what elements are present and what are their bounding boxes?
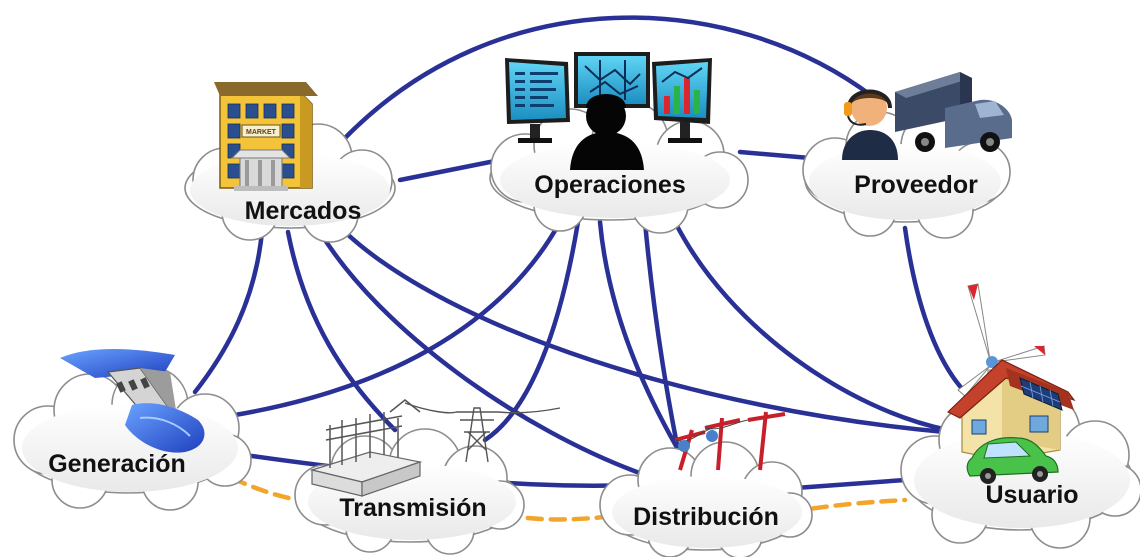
node-label-transmision: Transmisión: [339, 494, 486, 522]
link-proveedor-usuario: [902, 225, 968, 395]
provider-icon: [842, 72, 1012, 160]
link-operaciones-transmision: [482, 219, 581, 443]
house-icon: [946, 359, 1076, 461]
link-mercados-usuario: [342, 229, 948, 435]
cloud-transmision: [294, 428, 525, 555]
link-operaciones-proveedor: [737, 149, 813, 161]
node-label-proveedor: Proveedor: [854, 171, 978, 199]
cloud-distribucion: [599, 441, 813, 557]
link-mercados-distribucion: [317, 229, 648, 478]
node-label-operaciones: Operaciones: [534, 171, 685, 199]
link-mercados-generacion: [192, 229, 265, 395]
operations-center-icon: [505, 52, 712, 170]
link-mercados-operaciones: [397, 157, 503, 183]
power-poles-icon: [674, 411, 786, 471]
substation-icon: [309, 399, 423, 497]
node-label-mercados: Mercados: [245, 197, 362, 225]
node-label-distribucion: Distribución: [633, 503, 779, 531]
transmission-tower-icon: [404, 402, 561, 463]
hydro-dam-icon: [60, 349, 205, 453]
electric-car-icon: [966, 437, 1059, 484]
link-mercados-transmision: [285, 229, 398, 433]
link-mercados-proveedor: [342, 15, 875, 141]
market-building-icon: MARKET: [214, 82, 318, 191]
link-operaciones-generacion: [232, 219, 563, 418]
link-operaciones-usuario: [672, 219, 951, 433]
node-label-generacion: Generación: [48, 450, 186, 478]
market-sign-text: MARKET: [246, 129, 277, 136]
node-label-usuario: Usuario: [985, 481, 1078, 509]
